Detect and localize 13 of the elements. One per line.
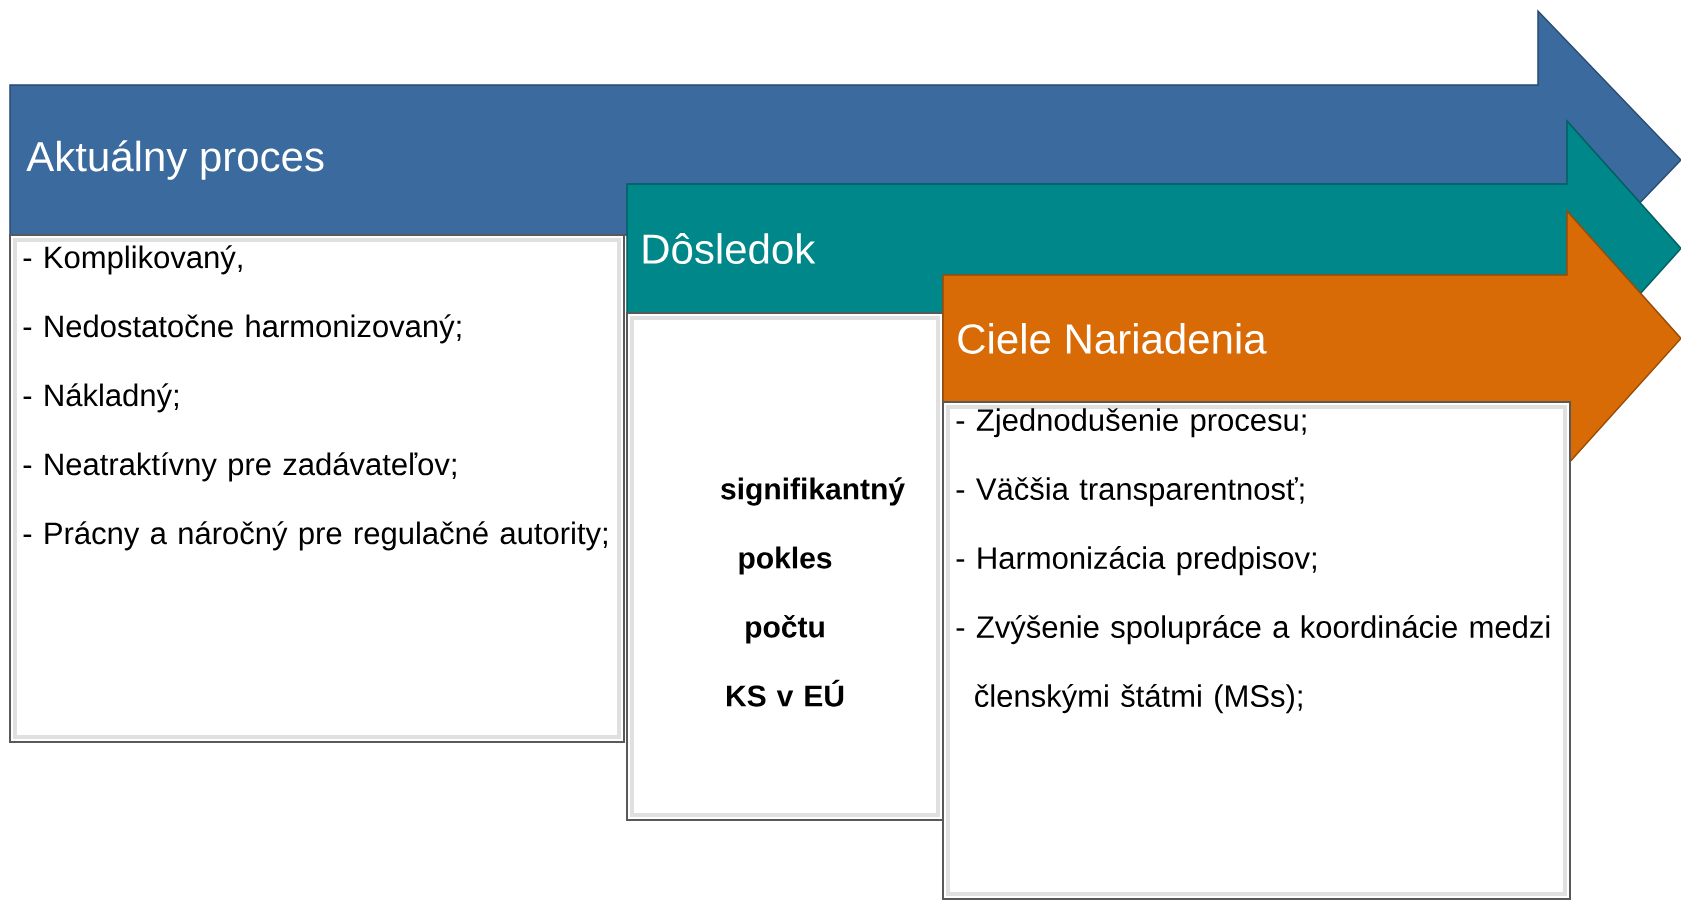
list-item: - Komplikovaný, — [23, 245, 242, 275]
text-box — [9, 234, 625, 743]
list-item: - Nákladný; — [23, 383, 178, 413]
list-item: - Väčšia transparentnosť; — [956, 477, 1304, 507]
list-item: - Nedostatočne harmonizovaný; — [23, 314, 461, 344]
list-item: - Prácny a náročný pre regulačné autority; — [23, 521, 607, 551]
list-item: - Zjednodušenie procesu; — [956, 408, 1306, 438]
list-item: - Zvýšenie spolupráce a koordinácie medzi členskými štátmi (MSs); — [956, 614, 1550, 714]
text-box — [942, 401, 1571, 900]
box-text: signifikantný pokles počtu KS v EÚ — [721, 477, 905, 707]
text-box — [626, 312, 944, 821]
list-item: - Neatraktívny pre zadávateľov; — [23, 452, 456, 482]
list-item: - Harmonizácia predpisov; — [956, 545, 1316, 576]
